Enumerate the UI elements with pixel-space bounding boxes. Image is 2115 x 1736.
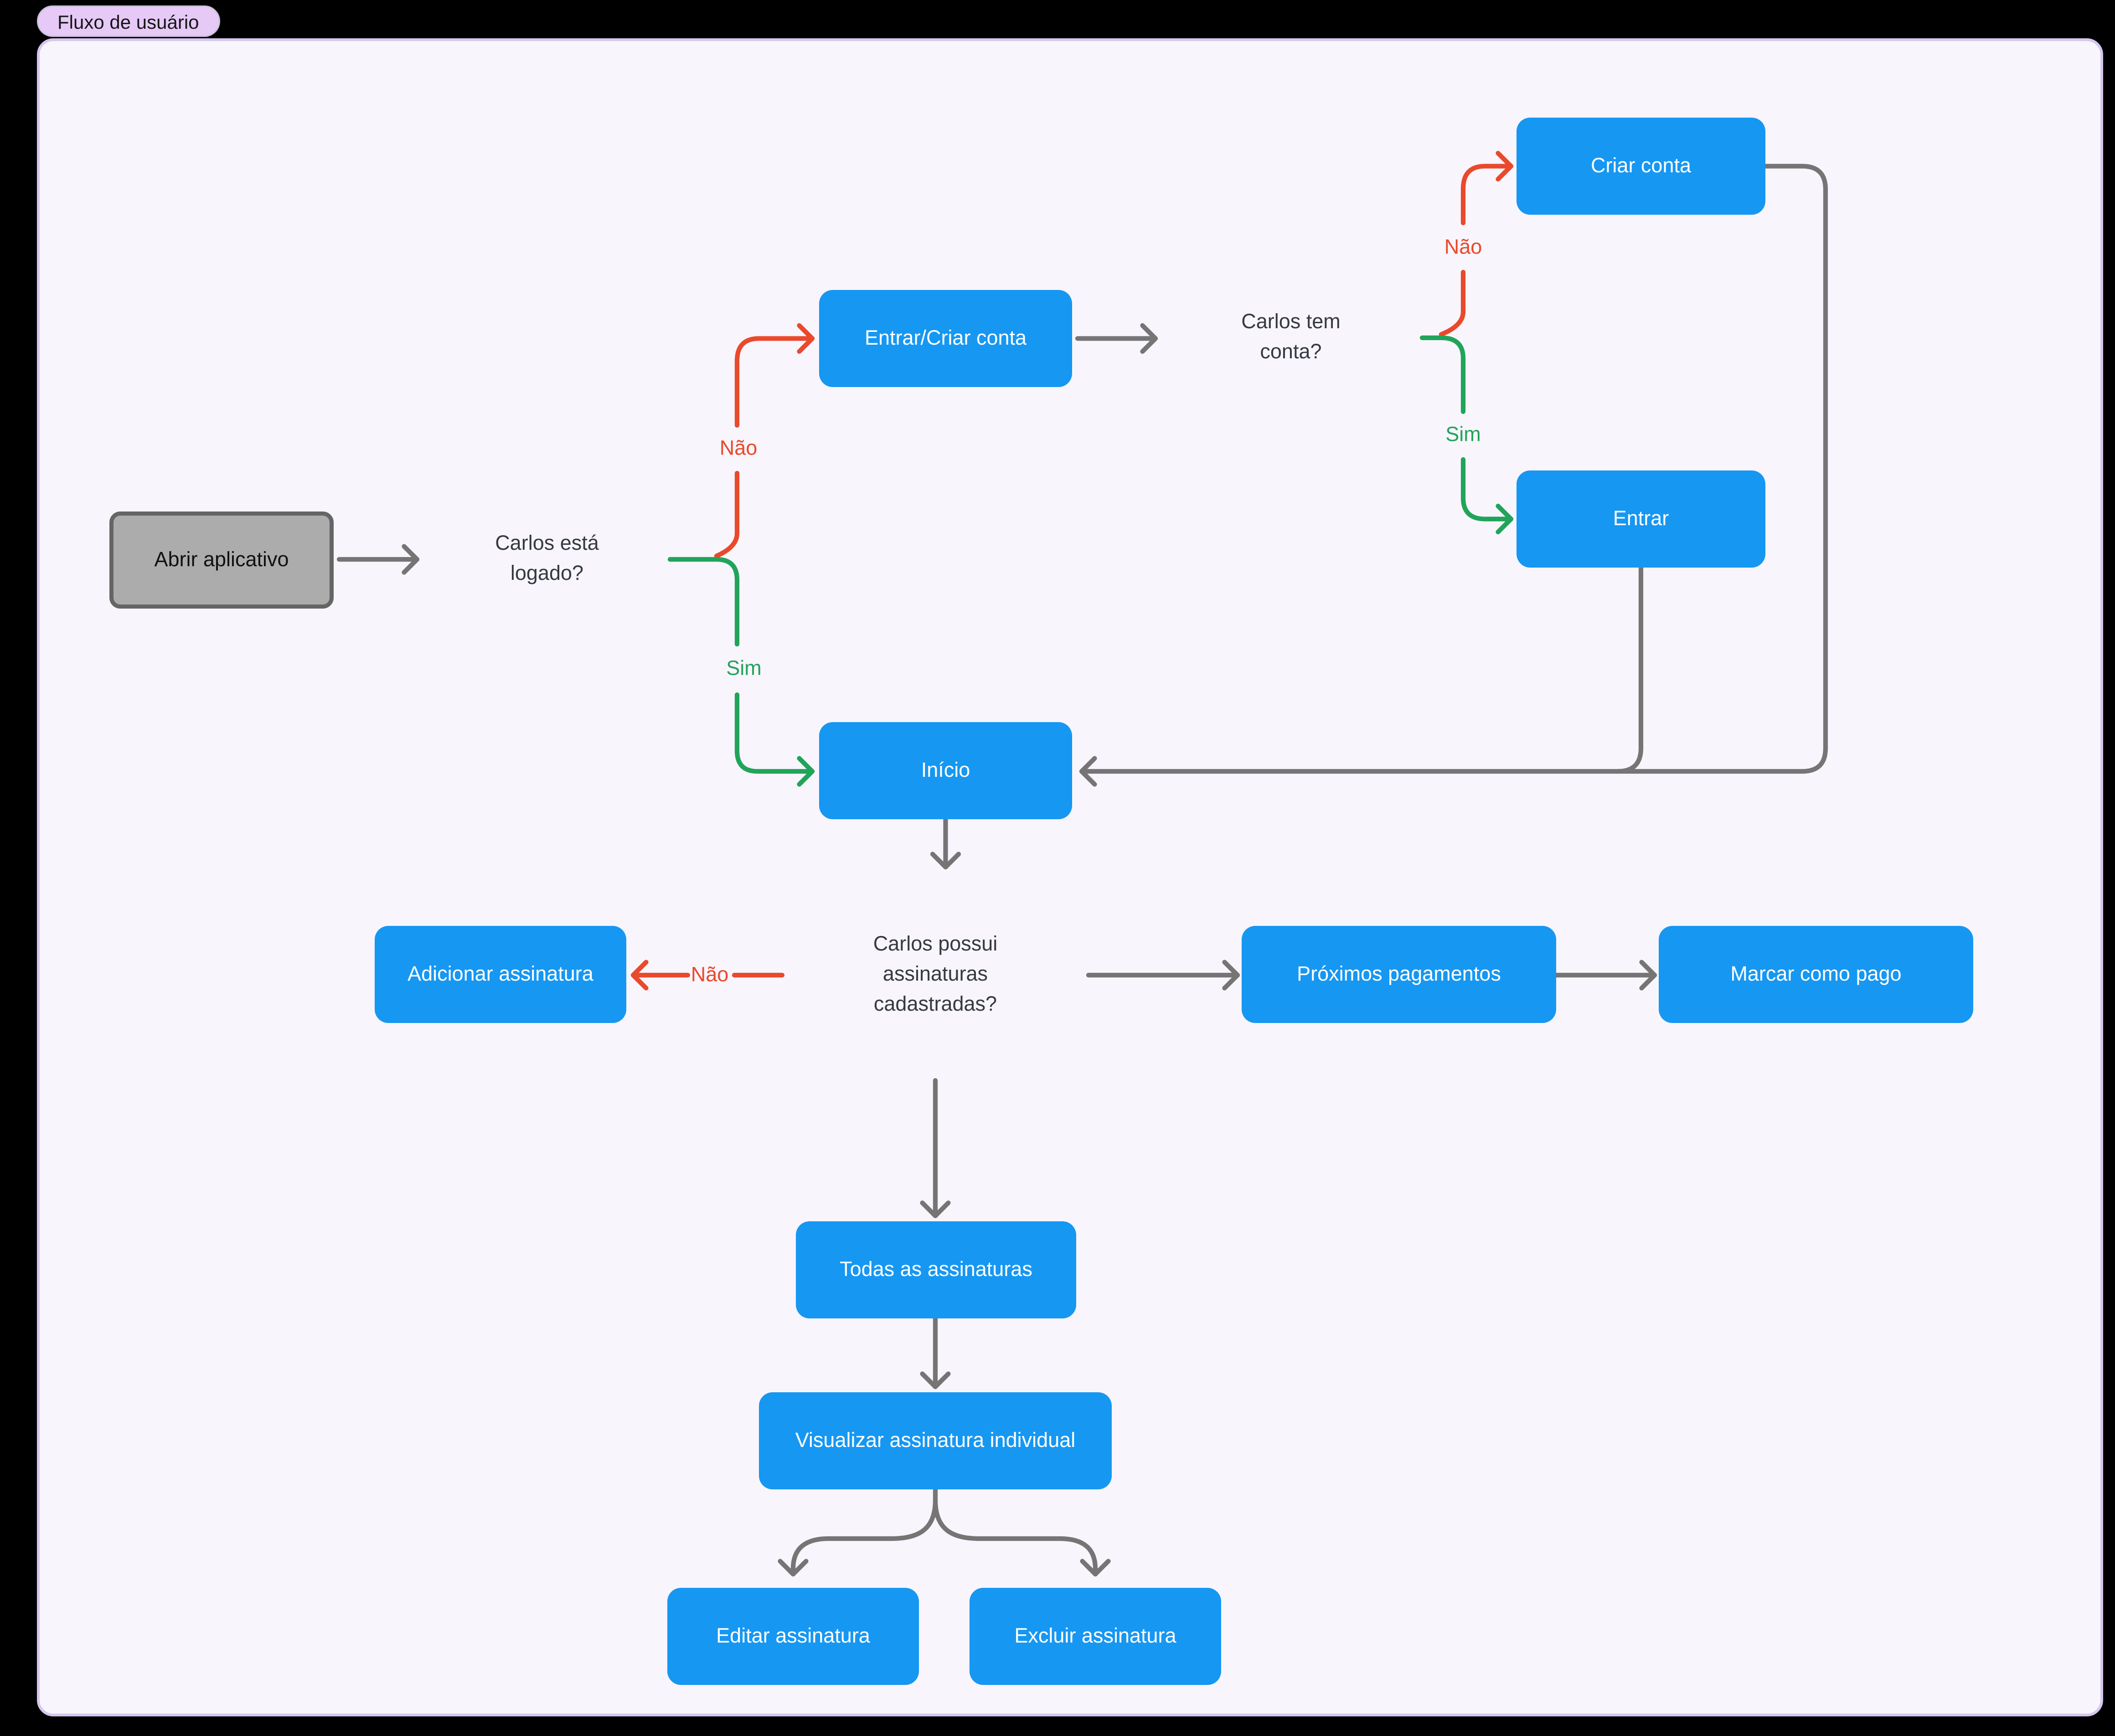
arrowhead-assinaturas-to-proximos [1222,960,1240,991]
decision-carlos-assinaturas[interactable]: Carlos possui assinaturas cadastradas? [873,933,998,1016]
arrowhead-abrir-to-logado [402,544,420,575]
edge-label-assinaturas-nao: Não [691,963,729,987]
edge-label-temconta-nao: Não [1444,236,1482,259]
edge-label-temconta-sim: Sim [1445,423,1481,447]
arrowhead-assinaturas-to-todas [920,1200,951,1219]
arrowhead-temconta-nao [1496,150,1514,182]
arrowhead-inicio-to-assinaturas [930,852,961,870]
edge-label-logado-sim: Sim [726,657,762,681]
node-todas-assinaturas[interactable]: Todas as assinaturas [796,1221,1076,1318]
edge-temconta-nao-lower [1439,269,1466,337]
edge-temconta-sim-lower [1460,457,1514,522]
arrowhead-entrarcriar-to-temconta [1140,323,1158,354]
edge-logado-nao-lower [734,336,815,428]
edge-temconta-nao-upper [1460,164,1514,226]
node-marcar-como-pago[interactable]: Marcar como pago [1659,926,1973,1023]
arrowhead-logado-nao [797,323,815,354]
node-proximos-pagamentos[interactable]: Próximos pagamentos [1242,926,1556,1023]
edge-criarconta-loop-to-inicio [1079,164,1828,774]
edge-label-logado-nao: Não [719,437,758,460]
node-criar-conta[interactable]: Criar conta [1517,118,1765,215]
node-excluir-assinatura[interactable]: Excluir assinatura [970,1588,1221,1685]
node-abrir-aplicativo[interactable]: Abrir aplicativo [109,512,334,609]
edge-entrar-down-merge [1615,565,1644,774]
node-entrar-criar-conta[interactable]: Entrar/Criar conta [819,290,1072,387]
arrowhead-visualizar-to-editar [778,1559,809,1577]
node-adicionar-assinatura[interactable]: Adicionar assinatura [375,926,626,1023]
node-editar-assinatura[interactable]: Editar assinatura [667,1588,919,1685]
node-inicio[interactable]: Início [819,722,1072,819]
node-entrar[interactable]: Entrar [1517,470,1765,568]
arrowhead-todas-to-visualizar [920,1371,951,1390]
arrowhead-logado-sim [797,756,815,787]
edge-logado-sim-lower [734,692,815,774]
arrowhead-proximos-to-marcar [1639,960,1657,991]
decision-carlos-tem-conta[interactable]: Carlos tem conta? [1241,310,1341,364]
node-visualizar-assinatura[interactable]: Visualizar assinatura individual [759,1392,1112,1489]
arrowhead-visualizar-to-excluir [1080,1559,1111,1577]
arrowhead-loop-to-inicio [1079,756,1097,787]
edge-visualizar-to-excluir [933,1498,1098,1577]
edge-logado-sim-upper [667,557,740,647]
arrowhead-assinaturas-nao [630,960,649,991]
edge-visualizar-to-editar [790,1487,938,1577]
edge-logado-nao-upper [714,470,740,558]
edge-temconta-sim-upper [1419,335,1466,414]
decision-carlos-logado[interactable]: Carlos está logado? [495,532,599,585]
arrowhead-temconta-sim [1496,503,1514,535]
flow-title-badge[interactable]: Fluxo de usuário [37,5,220,37]
